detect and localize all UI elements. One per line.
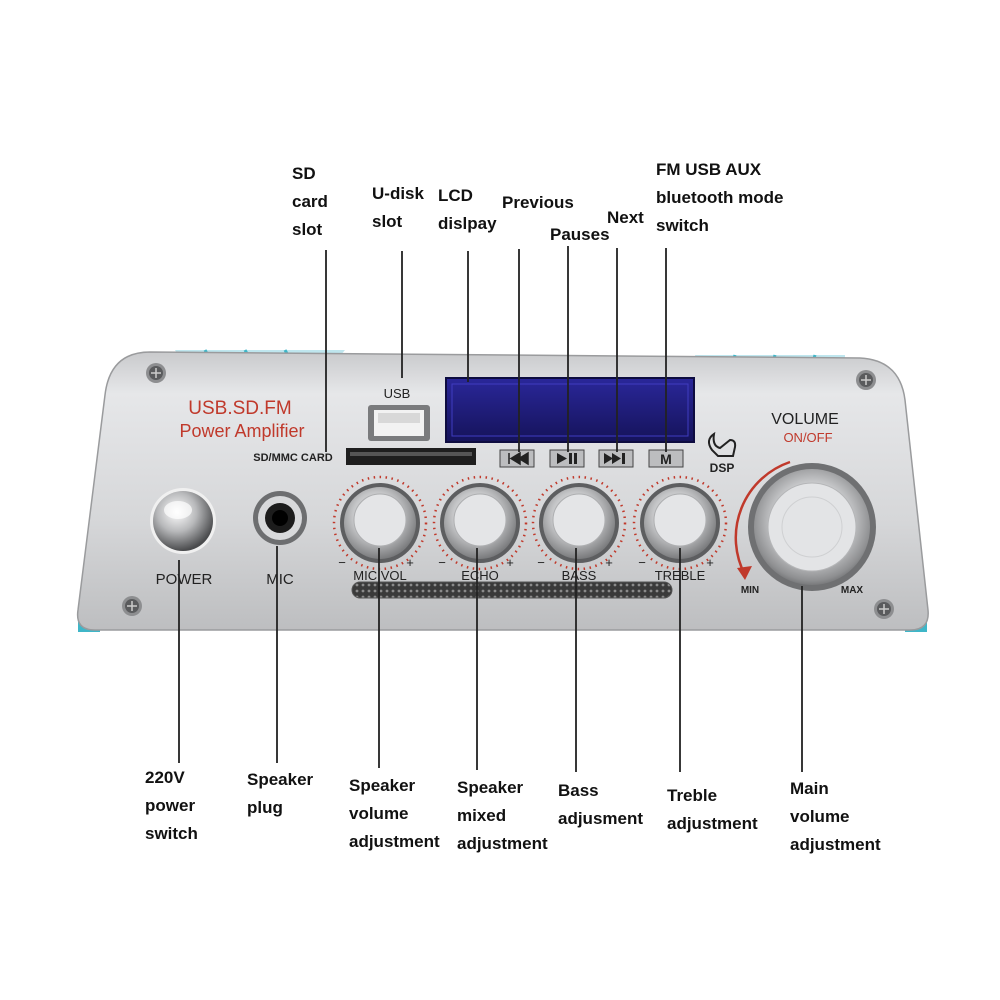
- callout-pauses: Pauses: [550, 225, 610, 244]
- knob-plus-sign: +: [506, 555, 514, 570]
- previous-button[interactable]: [499, 449, 535, 468]
- callout-treble: Treble adjustment: [667, 786, 758, 833]
- leader-lines: [178, 246, 803, 772]
- on-off-label: ON/OFF: [783, 430, 832, 445]
- brand-line-1: USB.SD.FM: [188, 398, 291, 419]
- callout-mode-switch: FM USB AUX bluetooth mode switch: [656, 160, 784, 235]
- callout-next: Next: [607, 208, 644, 227]
- knob-plus-sign: +: [706, 555, 714, 570]
- main-volume-knob[interactable]: [748, 463, 876, 591]
- dsp-hand-icon: [708, 431, 737, 457]
- volume-min-label: MIN: [741, 585, 759, 596]
- screw-top-left: [146, 363, 166, 383]
- callout-sd-card-slot: SD card slot: [292, 164, 328, 239]
- speaker-grill: [351, 581, 673, 599]
- volume-arrow-icon: [737, 566, 752, 580]
- screw-top-right: [856, 370, 876, 390]
- callout-power-switch: 220V power switch: [145, 768, 198, 843]
- knob-scale-ring: [531, 475, 627, 571]
- usb-port[interactable]: [368, 405, 430, 441]
- knob-scale-ring: [432, 475, 528, 571]
- callout-speaker-plug: Speaker plug: [247, 770, 314, 817]
- mode-button-glyph: M: [660, 451, 672, 467]
- rotary-knobs: MIC VOL−+ECHO−+BASS−+TREBLE−+: [332, 475, 728, 583]
- callout-speaker-mixed: Speaker mixed adjustment: [457, 778, 548, 853]
- next-button[interactable]: [598, 449, 634, 468]
- screw-bottom-right: [874, 599, 894, 619]
- play-pause-button[interactable]: [549, 449, 585, 468]
- volume-scale-arc: [734, 460, 791, 576]
- knob-plus-sign: +: [605, 555, 613, 570]
- knob-plus-sign: +: [406, 555, 414, 570]
- sd-card-label: SD/MMC CARD: [253, 452, 332, 464]
- knob-minus-sign: −: [438, 555, 446, 570]
- dsp-label: DSP: [710, 461, 735, 475]
- echo-knob[interactable]: [432, 475, 528, 571]
- knob-label-echo: ECHO: [461, 568, 499, 583]
- sd-card-slot[interactable]: [346, 448, 476, 465]
- knob-label-mic-vol: MIC VOL: [353, 568, 406, 583]
- mic-jack[interactable]: [253, 491, 307, 545]
- callout-u-disk-slot: U-disk slot: [372, 184, 424, 231]
- volume-max-label: MAX: [841, 585, 864, 596]
- mode-button[interactable]: M: [648, 449, 684, 468]
- usb-label: USB: [384, 386, 411, 401]
- knob-scale-ring: [332, 475, 428, 571]
- power-switch[interactable]: [150, 488, 216, 554]
- callout-previous: Previous: [502, 193, 574, 212]
- power-label: POWER: [156, 571, 213, 588]
- callout-main-volume: Main volume adjustment: [790, 779, 881, 854]
- callout-speaker-volume: Speaker volume adjustment: [349, 776, 440, 851]
- mic-vol-knob[interactable]: [332, 475, 428, 571]
- screw-bottom-left: [122, 596, 142, 616]
- callout-lcd-display: LCD dislpay: [438, 186, 497, 233]
- callout-bass: Bass adjusment: [558, 781, 644, 828]
- knob-minus-sign: −: [537, 555, 545, 570]
- lcd-display: [445, 377, 695, 443]
- bass-knob[interactable]: [531, 475, 627, 571]
- brand-line-2: Power Amplifier: [179, 421, 304, 441]
- knob-minus-sign: −: [638, 555, 646, 570]
- volume-label: VOLUME: [771, 411, 839, 428]
- knob-minus-sign: −: [338, 555, 346, 570]
- knob-label-bass: BASS: [562, 568, 597, 583]
- mic-label: MIC: [266, 571, 294, 588]
